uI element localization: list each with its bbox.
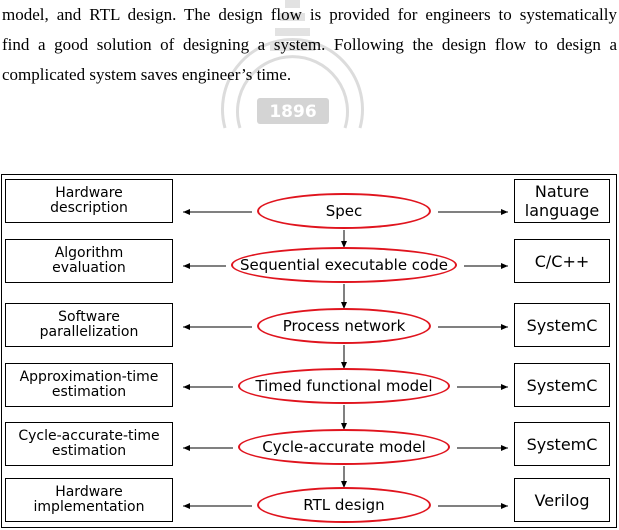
right-box-systemc-3: SystemC bbox=[514, 422, 610, 466]
university-seal-watermark: 1896 bbox=[221, 0, 364, 129]
left-box-approximation-time-estimation: Approximation-time estimation bbox=[5, 363, 173, 407]
flow-arrows bbox=[183, 209, 508, 509]
body-paragraph: model, and RTL design. The design flow i… bbox=[2, 0, 617, 90]
right-box-c-cpp: C/C++ bbox=[514, 239, 610, 283]
right-box-verilog: Verilog bbox=[514, 478, 610, 522]
stage-process-network: Process network bbox=[257, 308, 431, 344]
stage-sequential-executable-code: Sequential executable code bbox=[231, 247, 457, 283]
stage-spec: Spec bbox=[257, 193, 431, 229]
design-flow-diagram: Hardware description Spec Nature languag… bbox=[1, 174, 617, 528]
right-box-nature-language: Nature language bbox=[514, 179, 610, 223]
stage-cycle-accurate-model: Cycle-accurate model bbox=[238, 429, 450, 465]
right-box-systemc-2: SystemC bbox=[514, 363, 610, 407]
left-box-cycle-accurate-time-estimation: Cycle-accurate-time estimation bbox=[5, 422, 173, 466]
left-box-algorithm-evaluation: Algorithm evaluation bbox=[5, 239, 173, 283]
stage-rtl-design: RTL design bbox=[257, 487, 431, 523]
watermark-year: 1896 bbox=[269, 102, 316, 122]
paragraph-line-3: complicated system saves engineer’s time… bbox=[2, 65, 292, 84]
stage-timed-functional-model: Timed functional model bbox=[238, 368, 450, 404]
paragraph-line-1: model, and RTL design. The design flow i… bbox=[2, 5, 617, 24]
left-box-hardware-description: Hardware description bbox=[5, 179, 173, 223]
paragraph-line-2: find a good solution of designing a syst… bbox=[2, 35, 617, 54]
left-box-software-parallelization: Software parallelization bbox=[5, 303, 173, 347]
left-box-hardware-implementation: Hardware implementation bbox=[5, 478, 173, 522]
right-box-systemc-1: SystemC bbox=[514, 303, 610, 347]
